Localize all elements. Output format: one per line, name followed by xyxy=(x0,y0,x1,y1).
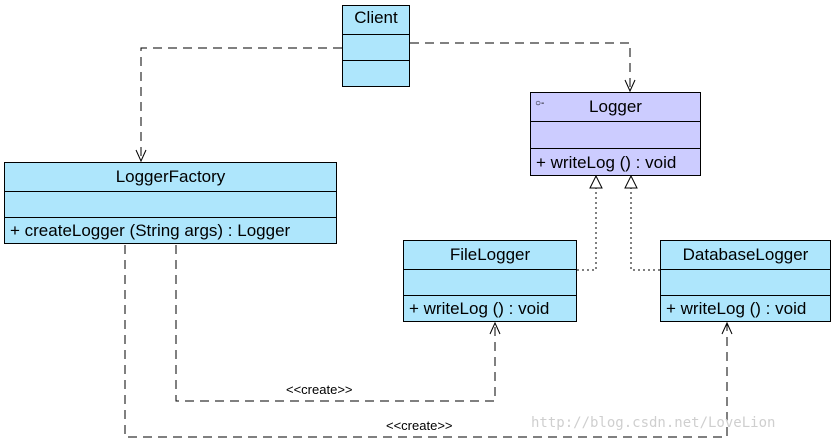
databaselogger-realization xyxy=(630,188,660,271)
class-loggerfactory-name: LoggerFactory xyxy=(115,167,226,186)
factory-creates-databaselogger xyxy=(124,245,728,438)
create-label-filelogger: <<create>> xyxy=(286,382,353,397)
realization-triangle-filelogger xyxy=(589,174,603,189)
class-loggerfactory-operation: + createLogger (String args) : Logger xyxy=(5,217,336,243)
class-filelogger-operation: + writeLog () : void xyxy=(404,295,576,321)
class-client-attributes xyxy=(343,34,409,60)
client-to-factory-dependency xyxy=(140,47,342,160)
factory-creates-filelogger xyxy=(175,245,496,402)
arrowhead-factory xyxy=(135,149,147,163)
class-databaselogger-operation: + writeLog () : void xyxy=(661,295,830,321)
class-filelogger: FileLogger + writeLog () : void xyxy=(403,240,577,322)
class-loggerfactory-attributes xyxy=(5,191,336,217)
create-label-databaselogger: <<create>> xyxy=(386,418,453,433)
interface-icon: ○- xyxy=(535,98,545,109)
arrowhead-filelogger xyxy=(489,321,501,335)
class-filelogger-attributes xyxy=(404,269,576,295)
interface-logger-attributes xyxy=(531,121,700,148)
class-client-name: Client xyxy=(354,8,398,27)
class-client: Client xyxy=(342,5,410,87)
class-databaselogger-attributes xyxy=(661,269,830,295)
client-to-logger-dependency xyxy=(410,42,631,90)
interface-logger-name: Logger xyxy=(589,97,642,116)
filelogger-realization xyxy=(577,188,597,271)
class-loggerfactory: LoggerFactory + createLogger (String arg… xyxy=(4,162,337,244)
class-client-operations xyxy=(343,60,409,86)
interface-logger: ○- Logger + writeLog () : void xyxy=(530,92,701,176)
class-databaselogger: DatabaseLogger + writeLog () : void xyxy=(660,240,831,322)
interface-logger-operation: + writeLog () : void xyxy=(531,148,700,175)
class-databaselogger-name: DatabaseLogger xyxy=(682,245,809,264)
arrowhead-databaselogger xyxy=(721,321,733,335)
arrowhead-logger xyxy=(624,79,636,93)
class-filelogger-name: FileLogger xyxy=(449,245,531,264)
watermark: http://blog.csdn.net/LoveLion xyxy=(531,415,776,431)
interface-logger-header: ○- Logger xyxy=(531,93,700,121)
realization-triangle-databaselogger xyxy=(624,174,638,189)
